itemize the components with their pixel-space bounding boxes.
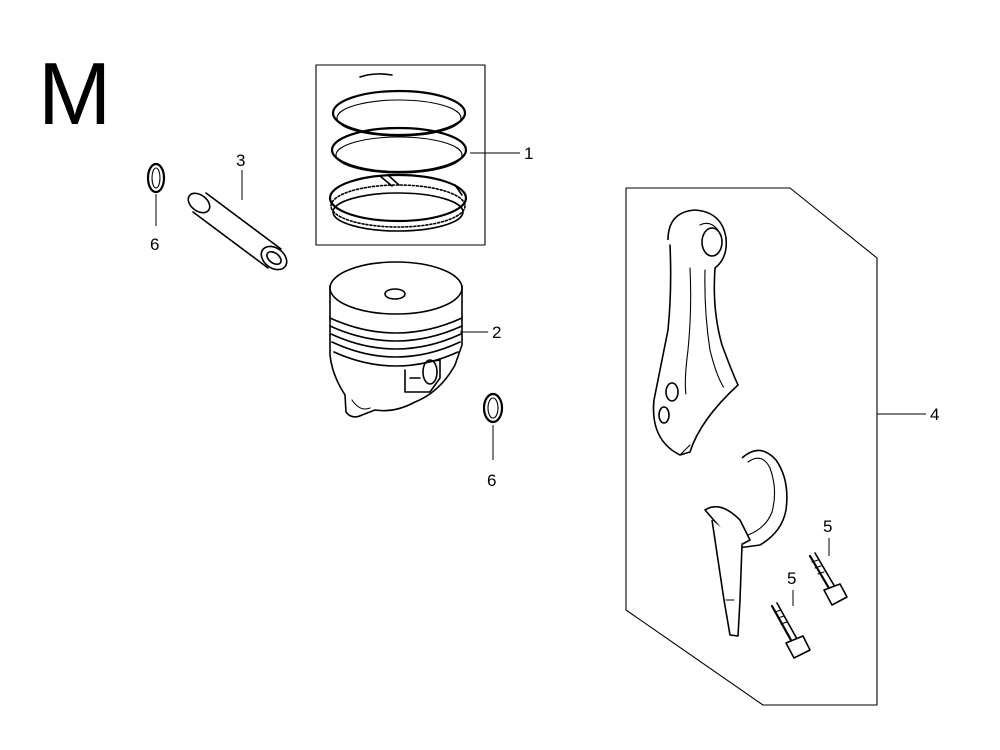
callout-6-right: 6	[487, 471, 496, 490]
connecting-rod-cap	[704, 449, 788, 637]
callout-4: 4	[930, 405, 939, 424]
rod-assembly-frame	[625, 187, 878, 706]
rod-bolt-upper	[808, 552, 848, 606]
piston	[329, 261, 463, 418]
rod-bolt-lower	[770, 602, 811, 659]
callout-6-left: 6	[150, 235, 159, 254]
piston-ring-set	[315, 64, 486, 246]
piston-pin	[187, 192, 288, 271]
pin-clip-right	[482, 392, 504, 424]
callout-5-upper: 5	[823, 517, 832, 536]
callout-3: 3	[236, 151, 245, 170]
callout-1: 1	[524, 144, 533, 163]
connecting-rod	[652, 209, 739, 456]
ring-set-frame	[315, 64, 486, 246]
callout-2: 2	[492, 323, 501, 342]
section-letter: M	[38, 44, 111, 143]
callout-5-lower: 5	[787, 569, 796, 588]
pin-clip-left	[146, 162, 166, 194]
